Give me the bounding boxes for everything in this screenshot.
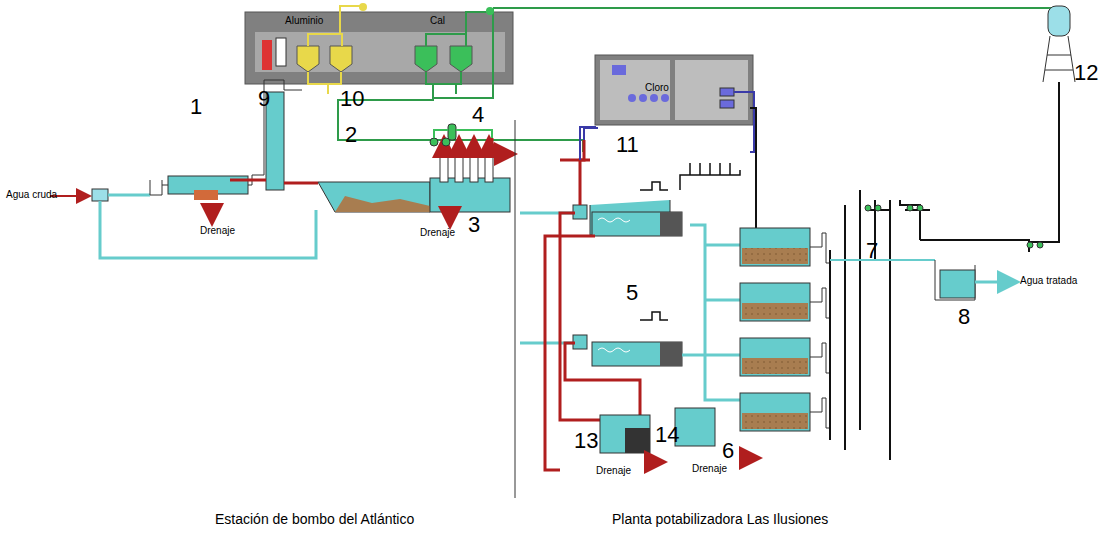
callout-number: 12 [1074,62,1098,84]
callout-number: 9 [258,88,270,110]
section-caption: Planta potabilizadora Las Ilusiones [612,512,828,526]
callout-number: 4 [472,104,484,126]
section-caption: Estación de bombo del Atlántico [215,512,414,526]
flow-label: Drenaje [596,466,631,476]
callout-number: 14 [655,424,679,446]
callout-number: 2 [345,124,357,146]
callout-number: 13 [574,430,598,452]
callout-number: 5 [626,282,638,304]
callout-number: 8 [958,306,970,328]
callout-number: 7 [866,240,878,262]
callout-number: 3 [468,214,480,236]
building-label: Cal [430,16,445,26]
callout-number: 11 [616,134,639,156]
callout-number: 1 [190,96,202,118]
flow-label: Agua tratada [1020,276,1077,286]
building-panel: Aluminio Cal [245,12,513,84]
flow-label: Drenaje [692,464,727,474]
building-label: Aluminio [285,16,323,26]
building-panel: Cloro [595,55,753,125]
flow-label: Drenaje [420,228,455,238]
callout-number: 6 [722,440,734,462]
flow-label: Agua cruda [6,190,57,200]
building-label: Cloro [645,83,669,93]
flow-label: Drenaje [200,226,235,236]
callout-number: 10 [340,88,364,110]
